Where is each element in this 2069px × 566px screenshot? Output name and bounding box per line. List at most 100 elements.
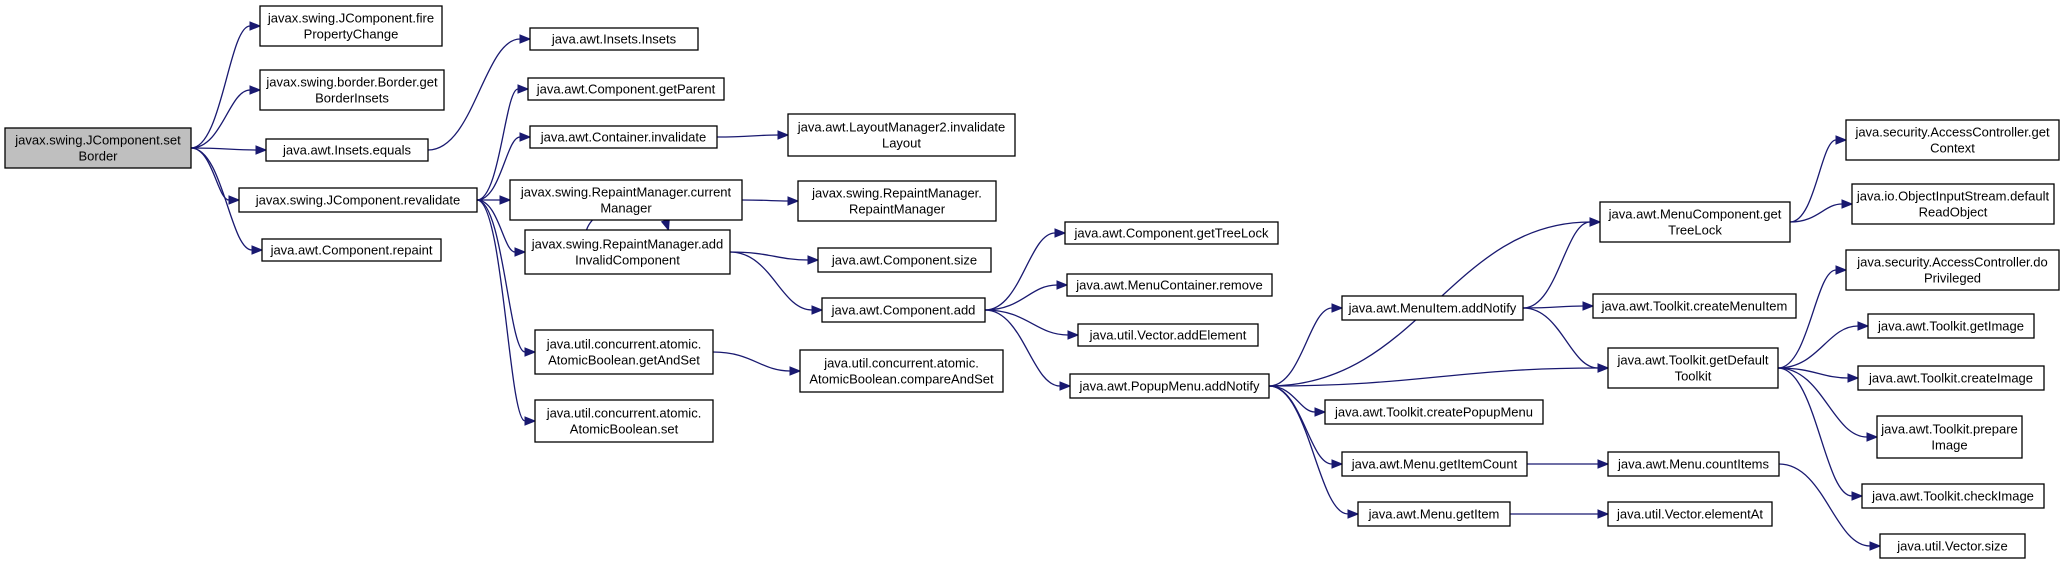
node-box [1599, 201, 1791, 243]
edge-arrowhead [1857, 321, 1870, 331]
node-insetsInsets[interactable]: java.awt.Insets.Insets [529, 27, 699, 51]
node-box [1077, 323, 1259, 347]
node-countItems[interactable]: java.awt.Menu.countItems [1607, 451, 1780, 477]
edge-line [476, 88, 519, 201]
edge-arrowhead [1067, 330, 1080, 340]
edge-arrowhead [1331, 303, 1344, 313]
node-label: javax.swing.JComponent.revalidate [255, 193, 461, 208]
edge-line [984, 232, 1056, 311]
node-getParent[interactable]: java.awt.Component.getParent [527, 77, 725, 101]
node-repaint[interactable]: java.awt.Component.repaint [261, 238, 442, 262]
node-label: javax.swing.RepaintManager.add [531, 237, 724, 252]
node-atomicSet[interactable]: java.util.concurrent.atomic.AtomicBoolea… [534, 399, 714, 443]
node-componentSize[interactable]: java.awt.Component.size [817, 247, 992, 273]
edge-getDefaultToolkit-to-checkImage [1777, 367, 1864, 501]
node-addInvalidComponent[interactable]: javax.swing.RepaintManager.addInvalidCom… [524, 229, 731, 275]
node-createMenuItem[interactable]: java.awt.Toolkit.createMenuItem [1592, 293, 1797, 319]
edge-revalidate-to-containerInvalidate [476, 132, 532, 201]
node-popupAddNotify[interactable]: java.awt.PopupMenu.addNotify [1069, 373, 1270, 399]
node-checkImage[interactable]: java.awt.Toolkit.checkImage [1861, 483, 2045, 509]
node-getAndSet[interactable]: java.util.concurrent.atomic.AtomicBoolea… [534, 329, 714, 375]
node-box [1066, 273, 1273, 297]
edge-line [476, 199, 526, 353]
node-label: java.awt.Container.invalidate [540, 130, 707, 145]
edge-line [476, 199, 526, 422]
edge-arrowhead [524, 347, 537, 357]
edge-arrowhead [499, 195, 512, 205]
node-box [527, 77, 725, 101]
node-getContext[interactable]: java.security.AccessController.getContex… [1845, 119, 2060, 161]
node-elementAt[interactable]: java.util.Vector.elementAt [1607, 501, 1773, 527]
node-box [1064, 221, 1279, 245]
node-box [1069, 373, 1270, 399]
edge-line [1777, 367, 1849, 379]
edge-menuItemAddNotify-to-getDefaultToolkit [1522, 307, 1610, 373]
node-menuItemAddNotify[interactable]: java.awt.MenuItem.addNotify [1341, 295, 1524, 321]
node-createImage[interactable]: java.awt.Toolkit.createImage [1857, 365, 2045, 391]
node-label: TreeLock [1668, 223, 1722, 238]
edge-arrowhead [1851, 491, 1864, 501]
node-getBorderInsets[interactable]: javax.swing.border.Border.getBorderInset… [259, 69, 445, 111]
node-label: java.awt.Component.getParent [536, 82, 716, 97]
node-label: java.awt.Toolkit.createImage [1868, 371, 2033, 386]
edge-line [1777, 367, 1853, 497]
edge-revalidate-to-getAndSet [476, 199, 537, 357]
node-box [821, 297, 986, 323]
node-menuCompTreeLock[interactable]: java.awt.MenuComponent.getTreeLock [1599, 201, 1791, 243]
edge-arrowhead [1054, 228, 1067, 238]
node-label: InvalidComponent [575, 253, 680, 268]
node-vectorSize[interactable]: java.util.Vector.size [1879, 533, 2026, 559]
edge-revalidate-to-getParent [476, 84, 530, 201]
node-label: javax.swing.RepaintManager. [811, 186, 982, 201]
node-addElement[interactable]: java.util.Vector.addElement [1077, 323, 1259, 347]
node-menuContainerRemove[interactable]: java.awt.MenuContainer.remove [1066, 273, 1273, 297]
node-label: java.util.concurrent.atomic. [546, 406, 702, 421]
edge-getItem-to-elementAt [1509, 509, 1610, 519]
edge-line [984, 284, 1058, 311]
edge-getDefaultToolkit-to-getImage [1777, 321, 1870, 369]
node-doPrivileged[interactable]: java.security.AccessController.doPrivile… [1845, 249, 2060, 291]
node-label: java.util.Vector.addElement [1089, 328, 1247, 343]
node-label: AtomicBoolean.compareAndSet [809, 372, 994, 387]
node-compareAndSet[interactable]: java.util.concurrent.atomic.AtomicBoolea… [799, 349, 1004, 393]
node-currentManager[interactable]: javax.swing.RepaintManager.currentManage… [509, 179, 743, 221]
node-box [534, 329, 714, 375]
edge-arrowhead [517, 84, 530, 94]
node-label: java.awt.Toolkit.getDefault [1616, 353, 1768, 368]
node-getTreeLock[interactable]: java.awt.Component.getTreeLock [1064, 221, 1279, 245]
edge-line [1268, 367, 1599, 387]
node-firePropertyChange[interactable]: javax.swing.JComponent.firePropertyChang… [259, 5, 443, 47]
node-defaultReadObject[interactable]: java.io.ObjectInputStream.defaultReadObj… [1851, 183, 2055, 225]
node-getImage[interactable]: java.awt.Toolkit.getImage [1867, 313, 2035, 339]
node-componentAdd[interactable]: java.awt.Component.add [821, 297, 986, 323]
node-label: java.awt.Component.size [831, 253, 977, 268]
edge-revalidate-to-addInvalidComponent [476, 199, 527, 257]
node-revalidate[interactable]: javax.swing.JComponent.revalidate [238, 187, 478, 213]
edge-arrowhead [1056, 280, 1069, 290]
edge-arrowhead [1597, 509, 1610, 519]
node-label: javax.swing.JComponent.set [14, 133, 181, 148]
node-repaintManager[interactable]: javax.swing.RepaintManager.RepaintManage… [797, 180, 997, 222]
node-label: Manager [600, 201, 652, 216]
node-containerInvalidate[interactable]: java.awt.Container.invalidate [529, 125, 718, 149]
edge-line [984, 309, 1061, 387]
edge-arrowhead [1059, 381, 1072, 391]
edge-popupAddNotify-to-getItem [1268, 385, 1360, 519]
edge-popupAddNotify-to-getItemCount [1268, 385, 1344, 469]
node-box [529, 27, 699, 51]
edge-arrowhead [1331, 459, 1344, 469]
node-getItem[interactable]: java.awt.Menu.getItem [1357, 501, 1511, 527]
node-createPopupMenu[interactable]: java.awt.Toolkit.createPopupMenu [1324, 399, 1544, 425]
edge-line [1778, 463, 1871, 547]
node-box [817, 247, 992, 273]
node-insetsEquals[interactable]: java.awt.Insets.equals [265, 138, 429, 162]
node-label: java.awt.Menu.getItemCount [1351, 457, 1518, 472]
node-getItemCount[interactable]: java.awt.Menu.getItemCount [1341, 451, 1528, 477]
node-box [1876, 415, 2023, 459]
edge-getDefaultToolkit-to-prepareImage [1777, 367, 1879, 442]
edge-componentAdd-to-getTreeLock [984, 228, 1067, 311]
